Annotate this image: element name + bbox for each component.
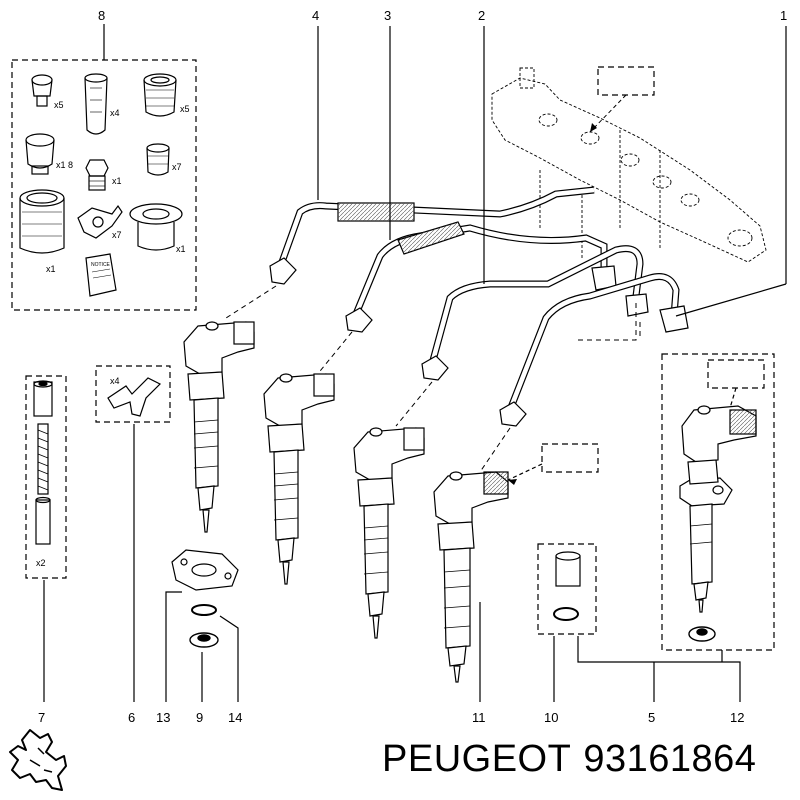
retainer-clip-part [77,204,123,239]
injector-d [433,471,509,683]
fuel-pipe-2 [421,245,649,381]
callout-10: 10 [544,710,558,725]
callout-8: 8 [98,8,105,23]
washer-box12 [688,626,716,642]
qty-large-sleeve: x1 [46,264,56,274]
callout-12: 12 [730,710,744,725]
qty-spring-kit: x2 [36,558,46,568]
small-cap-part [146,143,170,176]
callout-1: 1 [780,8,787,23]
instruction-booklet [85,253,117,297]
connector-detail-boxes [507,353,775,651]
callout-4: 4 [312,8,319,23]
union-fitting-part [85,159,109,191]
injector-c [353,427,425,639]
callout-11: 11 [472,710,486,725]
qty-sealing-plug: x1 8 [56,160,73,170]
dashed-guides [225,285,641,473]
seal-kit-group [11,24,197,311]
threaded-ring-part [143,73,177,117]
qty-filter-sleeve: x4 [110,108,120,118]
caption: PEUGEOT 93161864 [382,738,768,781]
callout-numbers: 8 4 3 2 1 7 6 13 9 14 11 10 5 12 [38,8,787,725]
caption-part-number: 93161864 [583,738,757,780]
qty-threaded-ring: x5 [180,104,190,114]
injector-a [183,321,255,533]
qty-retainer-clip: x7 [112,230,122,240]
callout-6: 6 [128,710,135,725]
callout-14: 14 [228,710,242,725]
qty-cap-bolt: x5 [54,100,64,110]
callout-3: 3 [384,8,391,23]
filter-sleeve-part [84,73,108,135]
fuel-pipe-1 [499,273,689,427]
injector-e [679,405,757,613]
seal-kit-10 [537,543,597,635]
booklet-label: NOTICE [91,262,111,268]
fuel-pipe-4 [269,186,595,285]
callout-5: 5 [648,710,655,725]
injector-b [263,373,335,585]
spring-kit-group [25,375,67,579]
callout-leaders [43,26,787,702]
seal-ring-14 [191,604,217,616]
seal-kit-quantities: x5 x4 x5 x1 8 x1 x7 x1 x7 x1 NOTICE [46,100,190,274]
clamp-group [95,365,171,423]
mounting-flange [171,549,239,591]
callout-13: 13 [156,710,170,725]
fuel-pipes [269,186,689,427]
callout-9: 9 [196,710,203,725]
qty-clamp: x4 [110,376,120,386]
qty-small-cap: x7 [172,162,182,172]
fuel-pipe-3 [345,221,617,333]
sealing-plug-part [25,133,55,175]
peugeot-lion-logo [9,729,67,791]
washer-ring-part [129,203,183,251]
rail-inlet [519,67,535,89]
caption-brand: PEUGEOT [382,738,572,780]
injectors [183,321,757,683]
qty-union-fitting: x1 [112,176,122,186]
callout-7: 7 [38,710,45,725]
rail-detail-box [597,66,655,96]
washer-9 [189,632,219,648]
qty-washer-ring: x1 [176,244,186,254]
fuel-rail [491,67,767,263]
callout-2: 2 [478,8,485,23]
cap-bolt-part [31,74,53,107]
large-sleeve-part [19,189,65,254]
